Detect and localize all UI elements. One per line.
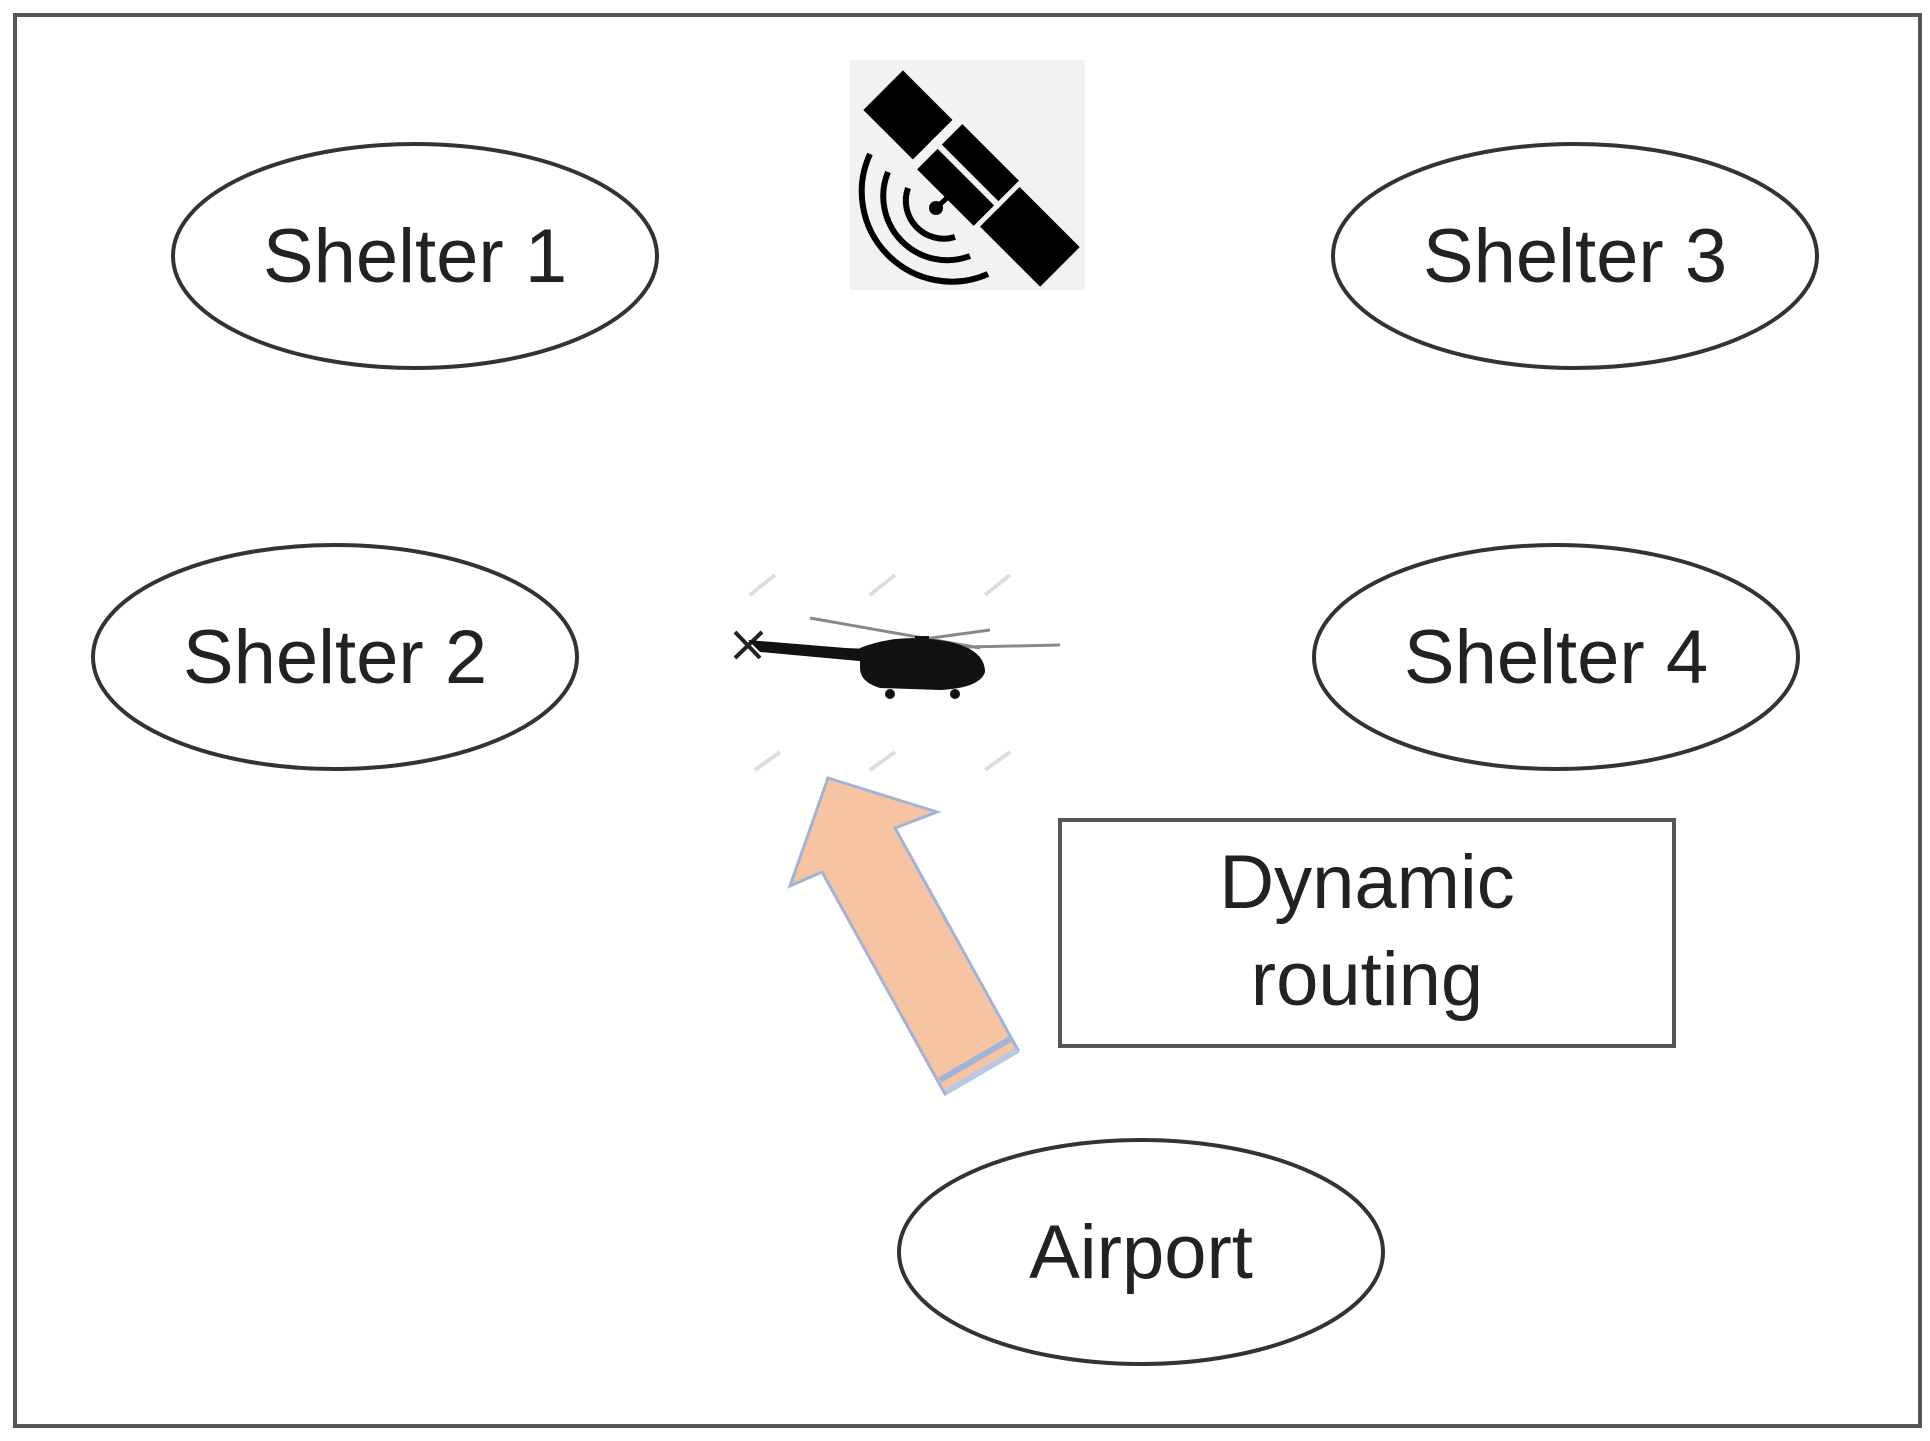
satellite-icon bbox=[850, 60, 1085, 290]
shelter-4-label: Shelter 4 bbox=[1404, 615, 1708, 700]
shelter-1-ellipse bbox=[171, 142, 659, 370]
dynamic-routing-line1: Dynamic bbox=[1219, 840, 1515, 925]
shelter-1-label: Shelter 1 bbox=[263, 214, 567, 299]
shelter-2-ellipse bbox=[91, 543, 579, 771]
shelter-3-label: Shelter 3 bbox=[1423, 214, 1727, 299]
dynamic-routing-box: Dynamic routing bbox=[1058, 818, 1676, 1048]
dynamic-routing-rect bbox=[1058, 818, 1676, 1048]
shelter-2-node: Shelter 2 bbox=[91, 543, 579, 771]
airport-node: Airport bbox=[897, 1138, 1385, 1366]
airport-label: Airport bbox=[1029, 1210, 1253, 1295]
arrow-up-icon bbox=[787, 776, 1021, 1097]
shelter-1-node: Shelter 1 bbox=[171, 142, 659, 370]
helicopter-icon bbox=[733, 573, 1061, 772]
shelter-3-node: Shelter 3 bbox=[1331, 142, 1819, 370]
shelter-3-ellipse bbox=[1331, 142, 1819, 370]
dynamic-routing-line2: routing bbox=[1251, 937, 1483, 1022]
airport-ellipse bbox=[897, 1138, 1385, 1366]
shelter-2-label: Shelter 2 bbox=[183, 615, 487, 700]
shelter-4-node: Shelter 4 bbox=[1312, 543, 1800, 771]
shelter-4-ellipse bbox=[1312, 543, 1800, 771]
